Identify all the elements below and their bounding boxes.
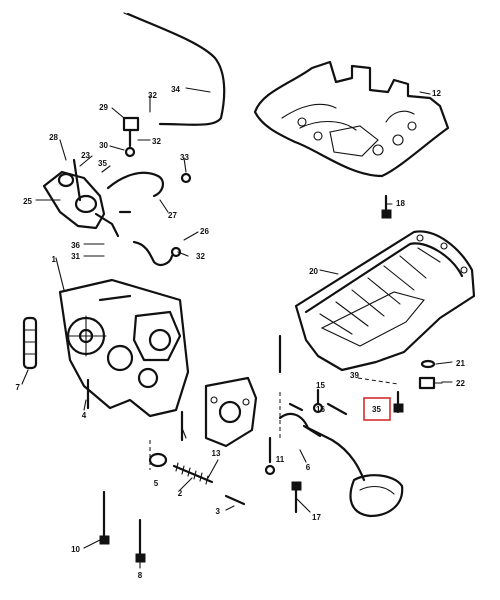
oil-pump-sprocket <box>65 315 107 357</box>
callout-4: 4 <box>82 411 87 420</box>
callout-21: 21 <box>456 359 465 368</box>
oil-pan-baffle <box>253 60 450 178</box>
callout-36: 36 <box>71 241 80 250</box>
highlight-box <box>363 397 391 421</box>
drain-plug-gasket-21 <box>420 359 436 369</box>
oil-pan-20 <box>294 230 476 372</box>
callout-2: 2 <box>178 489 183 498</box>
callout-34: 34 <box>171 85 180 94</box>
bolt-39 <box>326 402 348 416</box>
callout-32a: 32 <box>148 91 157 100</box>
callout-10: 10 <box>71 545 80 554</box>
callout-8: 8 <box>138 571 143 580</box>
pump-cover-13 <box>204 376 258 448</box>
callout-25: 25 <box>23 197 32 206</box>
callout-1: 1 <box>52 255 57 264</box>
callout-12: 12 <box>432 89 441 98</box>
callout-7: 7 <box>16 383 21 392</box>
callout-labels: 34 12 29 32 30 32 28 23 35 33 25 27 18 2… <box>16 85 466 580</box>
drive-chain-7 <box>22 316 38 370</box>
plug-5 <box>148 452 168 468</box>
callout-32c: 32 <box>196 252 205 261</box>
oil-hose-27 <box>106 171 164 198</box>
bolt-18 <box>381 194 392 219</box>
callout-26: 26 <box>200 227 209 236</box>
callout-35a: 35 <box>98 159 107 168</box>
callout-27: 27 <box>168 211 177 220</box>
bolt-10 <box>99 490 110 545</box>
callout-31: 31 <box>71 252 80 261</box>
callout-13: 13 <box>212 449 221 458</box>
callout-28: 28 <box>49 133 58 142</box>
nut-11 <box>264 436 276 476</box>
callout-5: 5 <box>154 479 159 488</box>
o-ring-33 <box>180 172 192 184</box>
callout-20: 20 <box>309 267 318 276</box>
bolt-17 <box>291 481 302 514</box>
callout-29: 29 <box>99 103 108 112</box>
relief-valve-spring-2 <box>172 462 214 485</box>
callout-33: 33 <box>180 153 189 162</box>
oil-pump-housing <box>58 278 190 418</box>
callout-15: 15 <box>316 381 325 390</box>
callout-32b: 32 <box>152 137 161 146</box>
oil-pipe-26 <box>132 240 174 266</box>
callout-30: 30 <box>99 141 108 150</box>
oil-pump-shaft-assembly <box>42 158 120 238</box>
callout-23: 23 <box>81 151 90 160</box>
oil-level-gauge-tube <box>126 12 226 126</box>
pin-3 <box>224 494 246 506</box>
callout-11: 11 <box>276 455 285 464</box>
callout-18: 18 <box>396 199 405 208</box>
callout-22: 22 <box>456 379 465 388</box>
bolt-8 <box>135 518 146 563</box>
callout-3: 3 <box>216 507 221 516</box>
callout-16: 16 <box>316 405 325 414</box>
callout-6: 6 <box>306 463 311 472</box>
bolt-35 <box>393 390 404 414</box>
callout-17: 17 <box>312 513 321 522</box>
callout-39: 39 <box>350 371 359 380</box>
fitting-29 <box>122 116 140 158</box>
leader-lines <box>21 87 453 569</box>
oil-strainer <box>278 402 404 518</box>
callout-35: 35 <box>372 405 381 414</box>
drain-plug-22 <box>418 376 443 390</box>
